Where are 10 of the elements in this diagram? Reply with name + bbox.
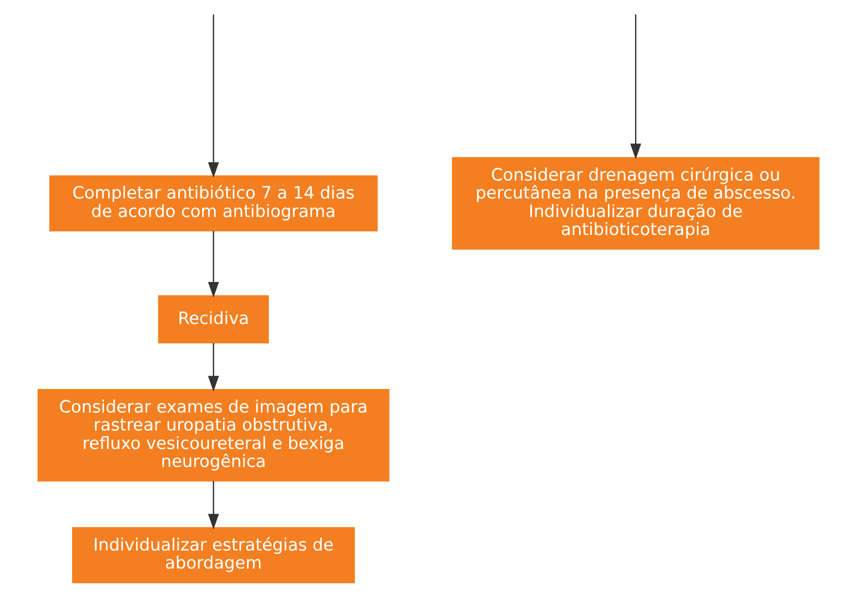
node-box: Considerar drenagem cirúrgica ou percutânea na presença de abscesso. Individualizar duração de antibioticoterapia	[452, 157, 820, 250]
node-box: Recidiva	[158, 295, 269, 344]
node-box: Individualizar estratégias de abordagem	[72, 527, 355, 584]
node-box: Completar antibiótico 7 a 14 dias de acordo com antibiograma	[49, 175, 378, 232]
node-box: Considerar exames de imagem para rastrear uropatia obstrutiva, refluxo vesicoureteral e bexiga neurogênica	[38, 389, 390, 482]
arrow	[208, 230, 219, 298]
arrow	[208, 480, 219, 530]
arrow	[208, 343, 219, 392]
arrow	[630, 14, 642, 160]
arrow	[208, 14, 219, 178]
